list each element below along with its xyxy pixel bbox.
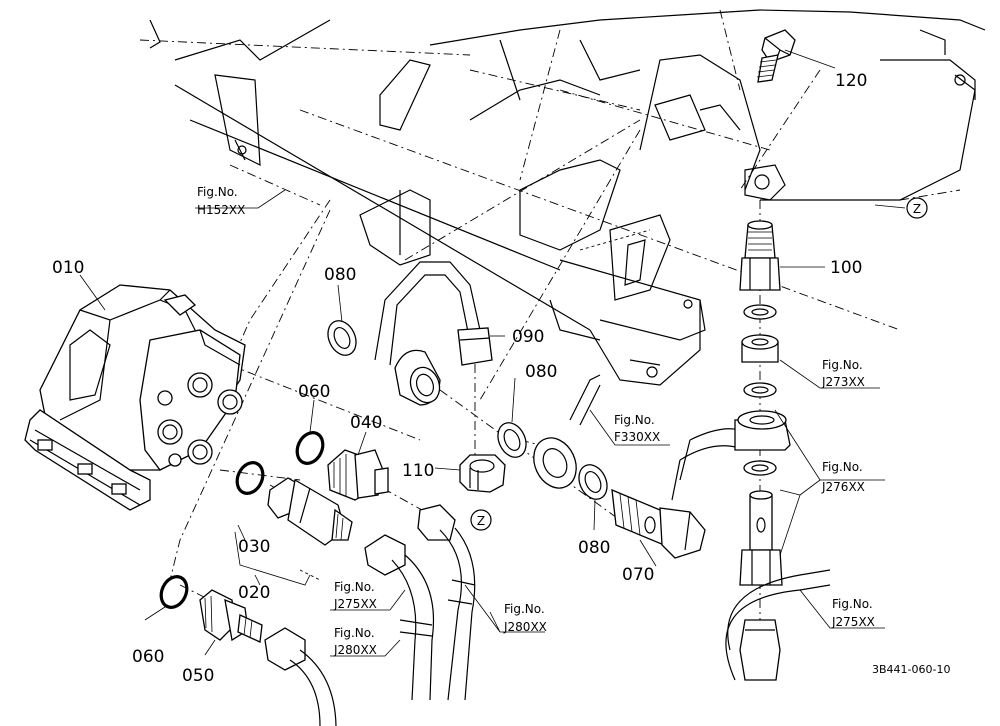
label-100: 100 <box>830 258 862 278</box>
fig-j280-b-label: Fig.No. <box>334 626 375 640</box>
right-hose-j275 <box>725 569 831 681</box>
o-ring-060-upper <box>295 431 325 465</box>
label-070: 070 <box>622 565 654 585</box>
fig-j273-label: Fig.No. <box>822 358 863 372</box>
leader-lines <box>79 49 906 657</box>
o-ring-060-lower <box>159 575 189 609</box>
fig-j276-label: Fig.No. <box>822 460 863 474</box>
fig-j273-code: J273XX <box>821 375 865 389</box>
drawing-code: 3B441-060-10 <box>872 663 950 676</box>
fig-j280-a-label: Fig.No. <box>504 602 545 616</box>
fig-j280-b-code: J280XX <box>333 643 377 657</box>
fig-j275-b-label: Fig.No. <box>832 597 873 611</box>
z-marker-lower: Z <box>470 509 492 531</box>
o-ring-030 <box>235 461 265 495</box>
fig-h152-label: Fig.No. <box>197 185 238 199</box>
hoses-left <box>264 504 476 726</box>
right-banjo-bolt <box>739 490 783 586</box>
banjo-f330 <box>533 374 601 489</box>
label-060-b: 060 <box>132 647 164 667</box>
part-010-steering-valve <box>24 284 246 511</box>
label-050: 050 <box>182 666 214 686</box>
o-rings <box>159 431 325 609</box>
label-060-a: 060 <box>298 382 330 402</box>
part-110-nut <box>459 454 506 493</box>
part-090-pipe <box>374 261 493 406</box>
right-washers <box>741 304 779 476</box>
z-marker-lower-text: Z <box>477 514 485 528</box>
part-120-bolt <box>756 29 796 83</box>
part-020-adaptor <box>267 477 353 546</box>
fig-j275-a-code: J275XX <box>333 597 377 611</box>
fig-h152-code: H152XX <box>197 203 245 217</box>
z-marker-upper-text: Z <box>913 202 921 216</box>
part-100-fitting <box>739 220 781 291</box>
part-070-banjo-bolt <box>611 488 706 559</box>
fig-f330-code: F330XX <box>614 430 660 444</box>
label-080-c: 080 <box>578 538 610 558</box>
label-080-b: 080 <box>525 362 557 382</box>
label-080-a: 080 <box>324 265 356 285</box>
label-040: 040 <box>350 413 382 433</box>
figure-references: Fig.No. H152XX Fig.No. J273XX Fig.No. F3… <box>197 185 875 657</box>
construction-lines <box>139 9 961 620</box>
label-020: 020 <box>238 583 270 603</box>
frame-chassis <box>149 9 986 386</box>
banjo-j276 <box>671 410 791 501</box>
label-010: 010 <box>52 258 84 278</box>
fig-j276-code: J276XX <box>821 480 865 494</box>
washers-080 <box>327 320 608 500</box>
label-090: 090 <box>512 327 544 347</box>
fig-j280-a-code: J280XX <box>503 620 547 634</box>
label-110: 110 <box>402 461 434 481</box>
part-050-adaptor <box>199 589 263 643</box>
part-labels: 010 080 090 080 060 040 110 030 080 070 … <box>52 71 867 686</box>
fig-j275-a-label: Fig.No. <box>334 580 375 594</box>
label-030: 030 <box>238 537 270 557</box>
fig-j275-b-code: J275XX <box>831 615 875 629</box>
z-marker-upper: Z <box>906 197 928 219</box>
label-120: 120 <box>835 71 867 91</box>
part-040-adaptor <box>327 449 389 501</box>
fig-f330-label: Fig.No. <box>614 413 655 427</box>
